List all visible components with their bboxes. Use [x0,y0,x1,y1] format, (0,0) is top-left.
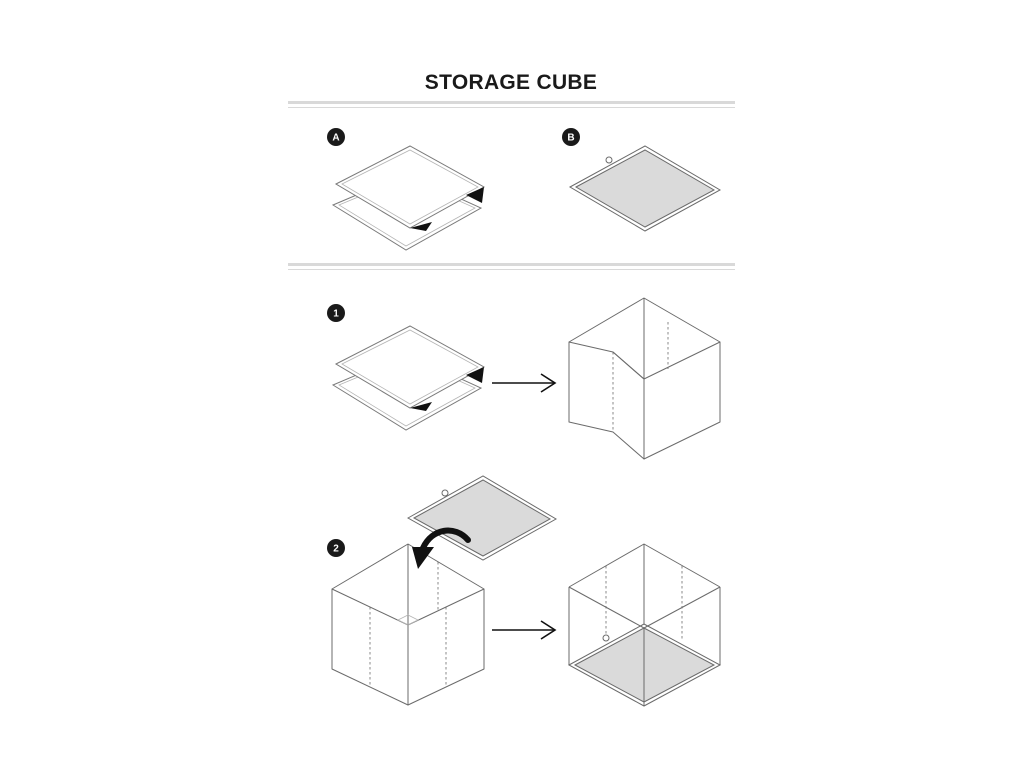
unfold-to-cube-icon [568,297,721,460]
part-b: B [562,128,722,232]
bottom-panel-icon [568,145,722,232]
fabric-sheets-icon [331,325,486,431]
step-1: 1 [327,297,721,460]
part-b-label: B [567,133,574,144]
step-1-badge: 1 [327,304,345,322]
part-b-badge: B [562,128,580,146]
top-divider [288,101,735,108]
open-cube-icon [331,543,485,706]
step-2: 2 [327,475,722,707]
part-a-label: A [332,133,339,144]
curved-arrow-icon [412,527,471,569]
part-a: A [327,128,486,251]
step-2-badge: 2 [327,539,345,557]
page-title: STORAGE CUBE [425,71,597,94]
insert-bottom-panel-icon [567,543,722,707]
step-1-label: 1 [333,309,339,320]
right-arrow-icon [492,373,557,393]
step-2-label: 2 [333,544,339,555]
bottom-panel-icon [406,475,558,561]
fabric-sheets-icon [331,145,486,251]
middle-divider [288,263,735,270]
part-a-badge: A [327,128,345,146]
right-arrow-icon [492,620,557,640]
